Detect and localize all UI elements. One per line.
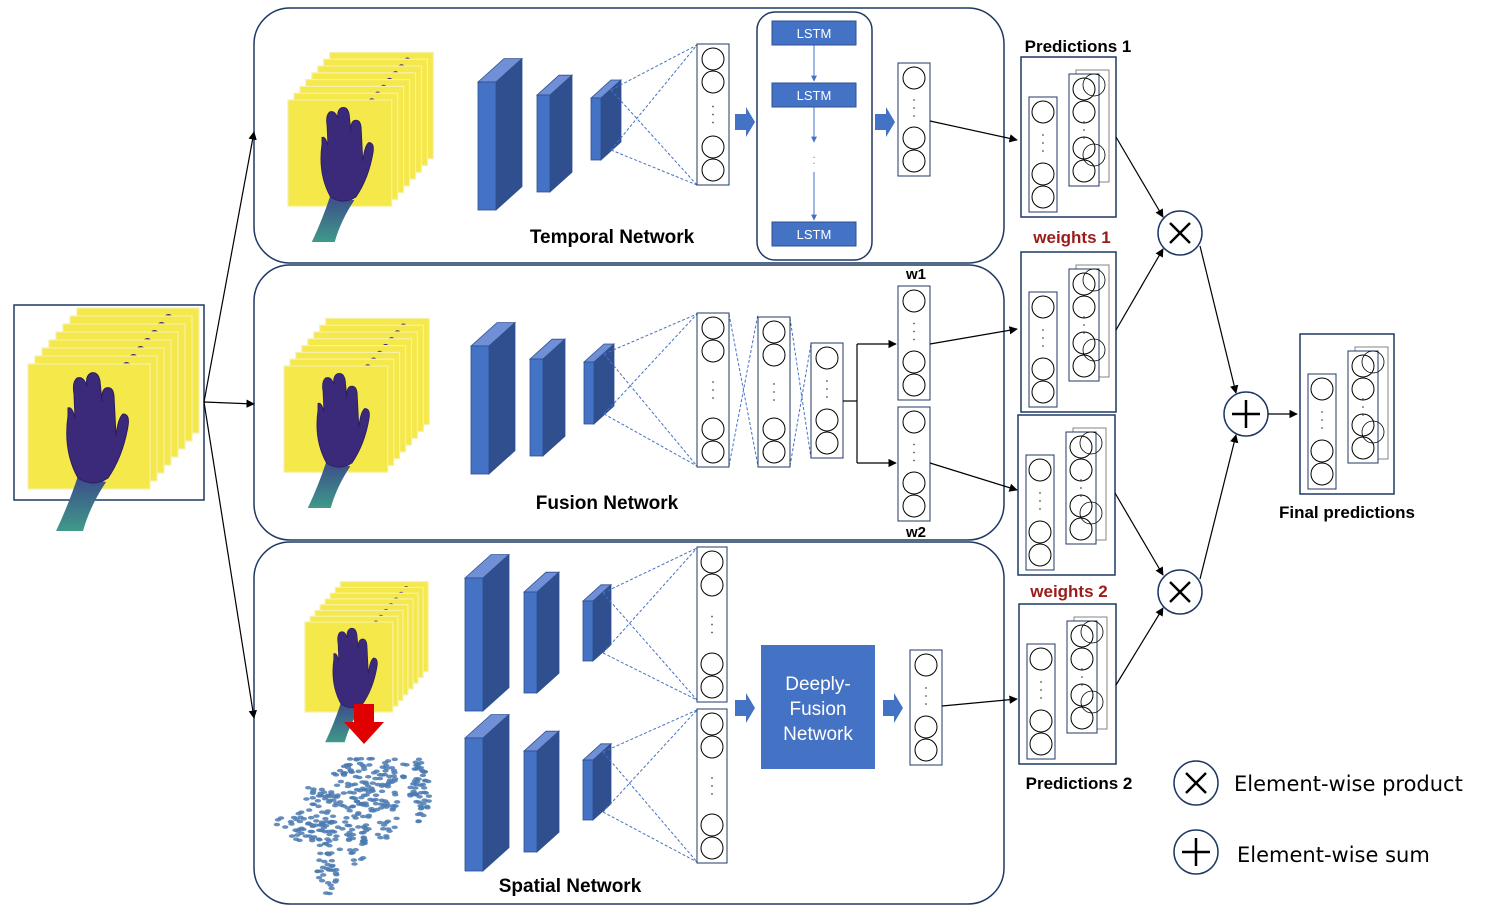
predictions1-label: Predictions 1	[1025, 37, 1132, 56]
neuron-column	[897, 285, 931, 401]
conv-layer	[463, 553, 511, 712]
neuron-column	[696, 312, 730, 468]
temporal-conv-layers	[476, 57, 623, 211]
input-arrow-fusion	[203, 399, 255, 408]
lstm-label: LSTM	[797, 227, 832, 242]
weights1-label: weights 1	[1032, 228, 1110, 247]
neuron-column	[696, 708, 728, 864]
spatial-conv-layers-top	[463, 553, 613, 712]
temporal-network-label: Temporal Network	[530, 227, 695, 248]
w1-label: w1	[905, 266, 926, 283]
conv-layer	[476, 57, 524, 211]
neuron-column	[897, 62, 931, 177]
conv-layer	[522, 571, 561, 694]
down-arrow	[344, 704, 384, 744]
neuron-column	[909, 649, 943, 766]
conv-layer	[463, 713, 511, 872]
spatial-conv-layers-bottom	[463, 713, 613, 872]
to-predictions2-arrow	[941, 695, 1018, 707]
neuron-column	[696, 546, 728, 703]
conv-layer	[581, 742, 613, 821]
lstm-cells: LSTM LSTM LSTM · ·	[771, 20, 857, 247]
weights2-label: weights 2	[1029, 582, 1107, 601]
conv-layer	[582, 343, 616, 425]
predictions2-box	[1018, 603, 1117, 765]
conv-layer	[469, 321, 517, 475]
weights1-box	[1020, 251, 1117, 413]
lstm-label: LSTM	[797, 26, 832, 41]
w2-label: w2	[905, 524, 926, 541]
fusion-dense-lines	[603, 313, 812, 467]
lstm-cell	[771, 221, 857, 247]
conv-layer	[581, 583, 613, 662]
predictions2-label: Predictions 2	[1026, 774, 1133, 793]
input-frame-stack	[27, 307, 200, 531]
sum-operator	[1223, 391, 1269, 437]
legend: Element-wise product Element-wise sum	[1173, 760, 1463, 875]
flow-arrow	[735, 693, 755, 723]
legend-product-label: Element-wise product	[1234, 772, 1463, 796]
w2-arrow	[929, 462, 1018, 492]
lstm-label: LSTM	[797, 88, 832, 103]
deeply-fusion-line3: Network	[783, 724, 853, 745]
spatial-frame-stack	[304, 581, 429, 743]
neuron-column	[696, 43, 730, 186]
branch-lines	[843, 339, 897, 468]
conv-layer	[535, 74, 574, 193]
weights2-box	[1017, 414, 1116, 576]
conv-layer	[522, 730, 561, 853]
neuron-column	[897, 406, 931, 522]
svg-text:·: ·	[812, 158, 815, 169]
deeply-fusion-line2: Fusion	[789, 699, 846, 720]
to-predictions-arrow	[929, 120, 1018, 143]
flow-arrow	[875, 107, 895, 137]
product-operator-bottom	[1157, 569, 1203, 615]
predictions1-box	[1020, 56, 1117, 218]
lstm-cell	[771, 82, 857, 108]
product-operator-top	[1157, 210, 1203, 256]
flow-arrow	[735, 107, 755, 137]
deeply-fusion-block	[761, 645, 875, 769]
lstm-cell	[771, 20, 857, 46]
w1-arrow	[929, 326, 1018, 345]
final-predictions-label: Final predictions	[1279, 503, 1415, 522]
temporal-dense-lines	[610, 44, 698, 186]
conv-layer	[528, 338, 567, 457]
spatial-panel	[253, 541, 1005, 905]
conv-layer	[589, 79, 623, 161]
spatial-network-label: Spatial Network	[499, 876, 642, 897]
point-cloud	[273, 756, 433, 896]
temporal-frame-stack	[287, 51, 434, 242]
fusion-frame-stack	[283, 317, 430, 508]
deeply-fusion-line1: Deeply-	[785, 674, 850, 695]
final-predictions-box	[1299, 333, 1395, 495]
legend-product-icon	[1173, 760, 1219, 806]
input-arrow-spatial	[203, 401, 257, 719]
fusion-conv-layers	[469, 321, 616, 475]
svg-text:·: ·	[812, 152, 815, 163]
spatial-dense-lines	[602, 547, 698, 863]
neuron-column	[757, 316, 791, 468]
neuron-column	[810, 342, 844, 459]
fusion-network-label: Fusion Network	[536, 493, 679, 514]
legend-sum-icon	[1173, 829, 1219, 875]
lstm-container	[756, 11, 873, 261]
input-arrow-temporal	[203, 131, 257, 403]
operator-arrows	[1114, 136, 1298, 686]
flow-arrow	[883, 693, 903, 723]
legend-sum-label: Element-wise sum	[1237, 843, 1430, 867]
